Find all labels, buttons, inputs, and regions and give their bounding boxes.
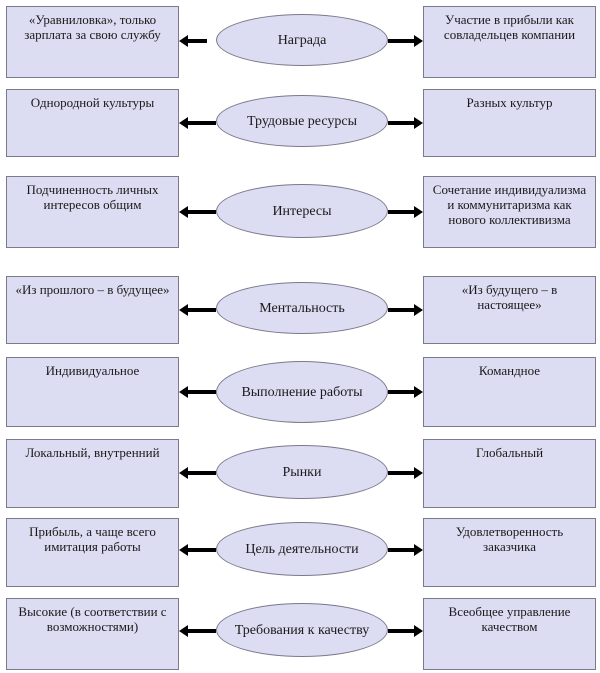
double-arrow-right xyxy=(388,544,423,556)
double-arrow-left xyxy=(179,386,216,398)
double-arrow-right xyxy=(388,625,423,637)
double-arrow-left xyxy=(179,625,216,637)
left-box: Однородной культуры xyxy=(6,89,179,157)
center-oval: Цель деятельности xyxy=(216,522,388,576)
double-arrow-left xyxy=(179,206,216,218)
double-arrow-right xyxy=(388,386,423,398)
center-oval: Интересы xyxy=(216,184,388,238)
right-box: Командное xyxy=(423,357,596,427)
double-arrow-right xyxy=(388,206,423,218)
right-box: Разных культур xyxy=(423,89,596,157)
center-oval: Награда xyxy=(216,14,388,66)
double-arrow-right xyxy=(388,117,423,129)
right-box: Глобальный xyxy=(423,439,596,508)
center-oval: Трудовые ресурсы xyxy=(216,95,388,147)
double-arrow-right xyxy=(388,304,423,316)
double-arrow-left xyxy=(179,544,216,556)
center-oval: Выполнение работы xyxy=(216,361,388,423)
center-oval: Ментальность xyxy=(216,282,388,334)
double-arrow-right xyxy=(388,35,423,47)
right-box: Участие в прибыли как совладельцев компа… xyxy=(423,6,596,78)
double-arrow-left xyxy=(179,117,216,129)
left-box: Подчиненность личных интересов общим xyxy=(6,176,179,248)
left-box: Индивидуальное xyxy=(6,357,179,427)
left-box: «Уравниловка», только зарплата за свою с… xyxy=(6,6,179,78)
double-arrow-right xyxy=(388,467,423,479)
double-arrow-left xyxy=(179,304,216,316)
center-oval: Требования к качеству xyxy=(216,603,388,657)
double-arrow-left xyxy=(179,35,216,47)
left-box: Локальный, внутренний xyxy=(6,439,179,508)
left-box: Высокие (в соответствии с возможностями) xyxy=(6,598,179,670)
left-box: Прибыль, а чаще всего имитация работы xyxy=(6,518,179,587)
center-oval: Рынки xyxy=(216,445,388,499)
right-box: Сочетание индивидуализма и коммунитаризм… xyxy=(423,176,596,248)
right-box: «Из будущего – в настоящее» xyxy=(423,276,596,344)
right-box: Удовлетворенность заказчика xyxy=(423,518,596,587)
right-box: Всеобщее управление качеством xyxy=(423,598,596,670)
double-arrow-left xyxy=(179,467,216,479)
left-box: «Из прошлого – в будущее» xyxy=(6,276,179,344)
